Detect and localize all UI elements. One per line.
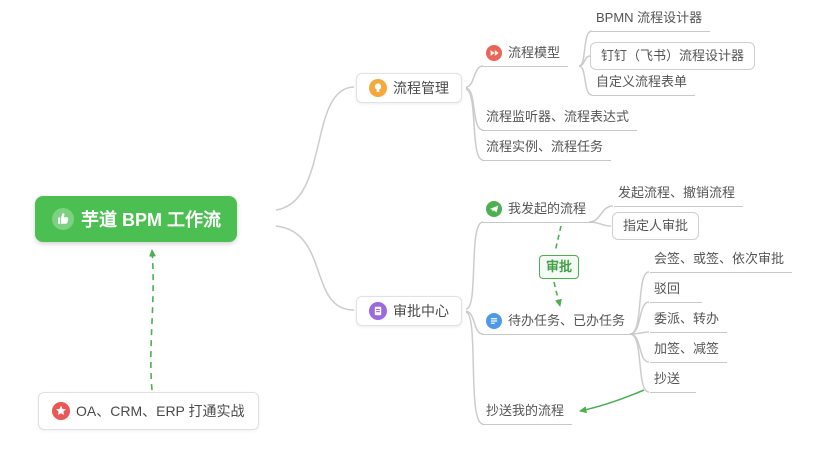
node-label: 自定义流程表单 — [596, 74, 688, 89]
node-label: 待办任务、已办任务 — [508, 313, 626, 328]
node-label: 指定人审批 — [623, 218, 689, 233]
node-addsign-subsign[interactable]: 加签、减签 — [650, 339, 728, 363]
node-reject[interactable]: 驳回 — [650, 279, 703, 303]
node-bpmn-designer[interactable]: BPMN 流程设计器 — [592, 8, 711, 32]
approval-badge[interactable]: 审批 — [539, 255, 580, 279]
topic-label: 流程管理 — [393, 80, 449, 96]
topic-label: 审批中心 — [393, 303, 449, 319]
node-todo-done-tasks[interactable]: 待办任务、已办任务 — [482, 311, 634, 335]
node-label: 抄送 — [654, 371, 681, 386]
node-cc-my-process[interactable]: 抄送我的流程 — [482, 401, 573, 425]
task-list-icon — [486, 313, 502, 329]
approval-center-icon — [369, 302, 387, 320]
node-countersign[interactable]: 会签、或签、依次审批 — [650, 249, 793, 273]
node-label: 驳回 — [654, 281, 681, 296]
flow-model-icon — [486, 45, 502, 61]
node-label: 流程实例、流程任务 — [486, 139, 604, 154]
paper-plane-icon — [486, 201, 502, 217]
node-process-instance[interactable]: 流程实例、流程任务 — [482, 137, 612, 161]
node-cc[interactable]: 抄送 — [650, 369, 697, 393]
node-process-model[interactable]: 流程模型 — [482, 43, 569, 67]
note-oa-crm-erp[interactable]: OA、CRM、ERP 打通实战 — [38, 392, 259, 430]
node-label: 委派、转办 — [654, 311, 720, 326]
node-label: 抄送我的流程 — [486, 403, 565, 418]
note-label: OA、CRM、ERP 打通实战 — [76, 403, 245, 419]
star-icon — [52, 402, 70, 420]
approval-flow-arrows — [149, 225, 645, 414]
node-label: BPMN 流程设计器 — [596, 10, 703, 25]
topic-approval-center[interactable]: 审批中心 — [356, 296, 462, 326]
thumbs-up-icon — [52, 208, 74, 230]
node-process-listener[interactable]: 流程监听器、流程表达式 — [482, 107, 638, 131]
badge-label: 审批 — [546, 259, 573, 274]
node-dingtalk-designer[interactable]: 钉钉（飞书）流程设计器 — [590, 42, 756, 70]
node-my-initiated-process[interactable]: 我发起的流程 — [482, 199, 595, 223]
node-custom-form[interactable]: 自定义流程表单 — [592, 72, 696, 96]
topic-process-management[interactable]: 流程管理 — [356, 73, 462, 103]
central-topic-label: 芋道 BPM 工作流 — [81, 210, 222, 230]
node-label: 加签、减签 — [654, 341, 720, 356]
node-delegate-transfer[interactable]: 委派、转办 — [650, 309, 728, 333]
node-assignee-approval[interactable]: 指定人审批 — [612, 212, 700, 240]
central-topic[interactable]: 芋道 BPM 工作流 — [35, 196, 238, 242]
node-label: 发起流程、撤销流程 — [618, 185, 736, 200]
lightbulb-icon — [369, 79, 387, 97]
node-label: 我发起的流程 — [508, 201, 587, 216]
node-label: 钉钉（飞书）流程设计器 — [601, 48, 745, 63]
node-initiate-cancel-process[interactable]: 发起流程、撤销流程 — [614, 183, 744, 207]
node-label: 流程监听器、流程表达式 — [486, 109, 630, 124]
node-label: 流程模型 — [508, 45, 561, 60]
node-label: 会签、或签、依次审批 — [654, 251, 785, 266]
